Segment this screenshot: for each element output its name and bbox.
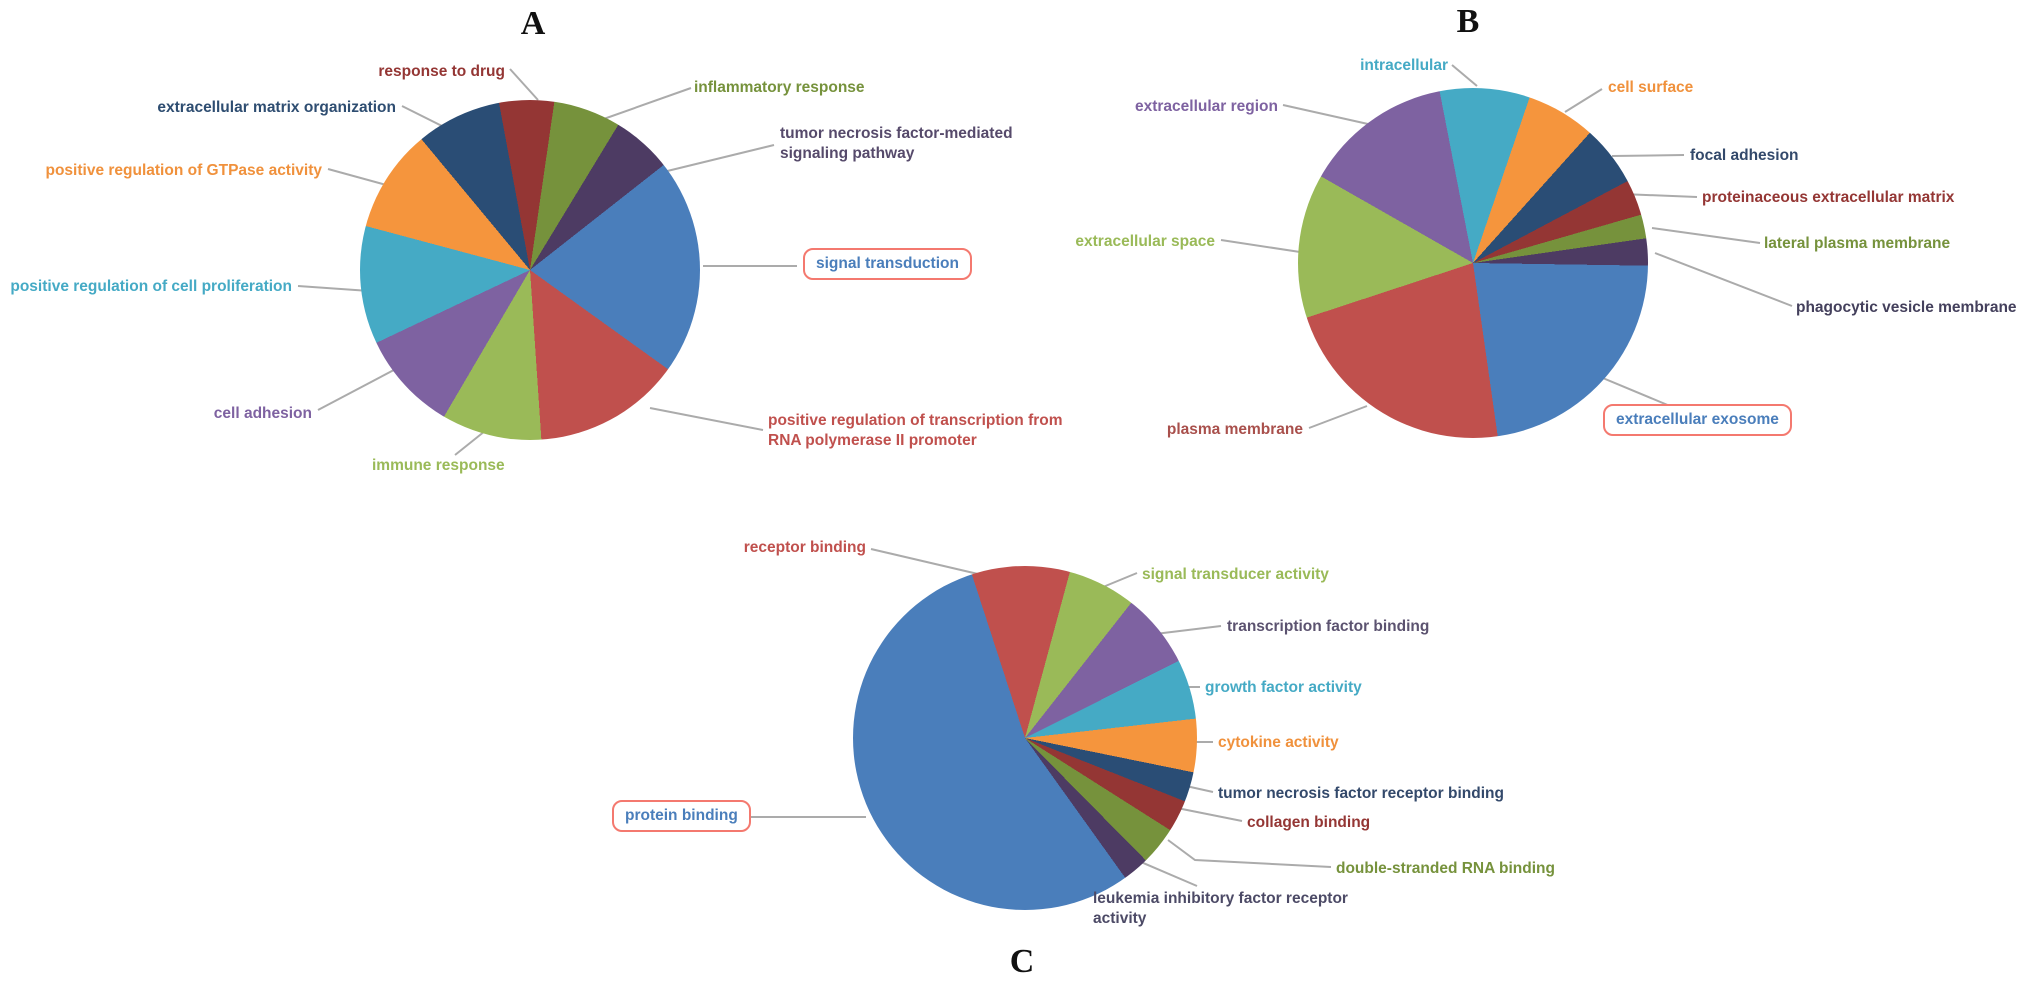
- label-receptor-binding: receptor binding: [743, 539, 866, 556]
- label-extracellular-space: extracellular space: [1075, 233, 1215, 250]
- pie-chart-a-biological-process: [360, 100, 700, 440]
- leader-collagen-binding: [1171, 806, 1243, 822]
- leader-focal-adhesion: [1611, 154, 1685, 157]
- label-proteinaceous-extracellular-matrix: proteinaceous extracellular matrix: [1702, 189, 1955, 206]
- label-protein-binding-highlighted: protein binding: [612, 800, 751, 832]
- label-positive-regulation-of-cell-proliferation: positive regulation of cell proliferatio…: [10, 278, 292, 295]
- leader-extracellular-region: [1282, 104, 1369, 125]
- leader-positive-regulation-of-transcription: [649, 407, 764, 431]
- label-positive-regulation-of-gtpase-activity: positive regulation of GTPase activity: [45, 162, 323, 179]
- label-plasma-membrane: plasma membrane: [1166, 421, 1303, 438]
- leader-lateral-plasma-membrane: [1651, 227, 1761, 244]
- leader-proteinaceous-extracellular-matrix: [1621, 193, 1698, 198]
- leader-inflammatory-response: [597, 87, 692, 122]
- label-collagen-binding: collagen binding: [1247, 814, 1371, 831]
- leader-cell-surface: [1564, 88, 1603, 113]
- chart-a-title: A: [520, 5, 546, 42]
- leader-signal-transducer-activity: [1102, 572, 1138, 588]
- leader-receptor-binding: [870, 548, 979, 575]
- label-tnf-receptor-binding: tumor necrosis factor receptor binding: [1218, 785, 1504, 802]
- label-cell-surface: cell surface: [1608, 79, 1694, 96]
- leader-plasma-membrane: [1308, 405, 1368, 429]
- label-immune-response: immune response: [372, 457, 505, 474]
- label-leukemia-inhibitory-factor-receptor-activity: leukemia inhibitory factor receptor acti…: [1093, 890, 1348, 927]
- label-extracellular-region: extracellular region: [1134, 98, 1278, 115]
- leader-double-stranded-rna-binding: [1167, 839, 1332, 868]
- leader-extracellular-exosome: [1597, 375, 1671, 407]
- leader-phagocytic-vesicle-membrane: [1654, 252, 1793, 307]
- label-signal-transducer-activity: signal transducer activity: [1142, 566, 1329, 583]
- label-response-to-drug: response to drug: [378, 63, 505, 80]
- label-transcription-factor-binding: transcription factor binding: [1227, 618, 1430, 635]
- label-double-stranded-rna-binding: double-stranded RNA binding: [1336, 860, 1555, 877]
- leader-intracellular: [1451, 64, 1478, 87]
- label-signal-transduction-highlighted: signal transduction: [803, 248, 972, 280]
- label-extracellular-matrix-organization: extracellular matrix organization: [157, 99, 396, 116]
- label-tnf-mediated-signaling-pathway: tumor necrosis factor-mediated signaling…: [780, 125, 1013, 162]
- label-intracellular: intracellular: [1360, 57, 1448, 74]
- leader-response-to-drug: [509, 68, 539, 101]
- pie-chart-c-molecular-function: [853, 566, 1197, 910]
- label-growth-factor-activity: growth factor activity: [1205, 679, 1362, 696]
- leader-tnf-mediated-signaling-pathway: [654, 144, 775, 175]
- label-cell-adhesion: cell adhesion: [213, 405, 312, 422]
- chart-c-title: C: [1009, 943, 1035, 980]
- leader-extracellular-space: [1220, 239, 1301, 253]
- label-positive-regulation-of-transcription: positive regulation of transcription fro…: [768, 412, 1063, 449]
- label-cytokine-activity: cytokine activity: [1218, 734, 1339, 751]
- label-focal-adhesion: focal adhesion: [1690, 147, 1799, 164]
- label-lateral-plasma-membrane: lateral plasma membrane: [1764, 235, 1951, 252]
- label-inflammatory-response: inflammatory response: [694, 79, 865, 96]
- pie-chart-b-cellular-component: [1298, 88, 1648, 438]
- label-extracellular-exosome-highlighted: extracellular exosome: [1603, 404, 1792, 436]
- leader-transcription-factor-binding: [1154, 625, 1222, 635]
- chart-b-title: B: [1456, 3, 1480, 40]
- label-phagocytic-vesicle-membrane: phagocytic vesicle membrane: [1796, 299, 2017, 316]
